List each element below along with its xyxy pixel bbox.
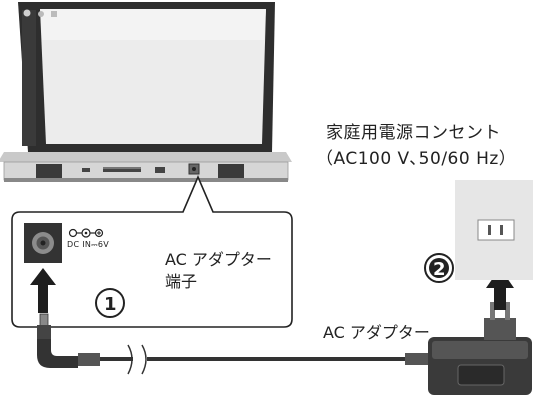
outlet-title: 家庭用電源コンセント <box>326 123 501 143</box>
step-1-badge <box>95 288 125 318</box>
port-label-line2: 端子 <box>165 272 198 291</box>
step-2-number: 2 <box>433 259 446 280</box>
left-speaker <box>36 164 62 178</box>
callout-box <box>11 174 293 328</box>
ac-adapter <box>428 302 532 395</box>
headphone-port <box>82 168 90 172</box>
wall-outlet <box>455 180 533 280</box>
right-speaker <box>218 164 244 178</box>
outlet-spec: （AC100 V､50/60 Hz） <box>316 149 517 169</box>
ac-adapter-cable <box>37 313 429 375</box>
laptop <box>0 2 292 182</box>
power-indicator-icon <box>23 9 31 17</box>
card-slot <box>103 167 141 172</box>
step-1-number: 1 <box>104 294 117 315</box>
dc-polarity-icon <box>68 228 104 238</box>
laptop-base <box>0 152 292 162</box>
up-arrow-icon <box>30 268 56 313</box>
port-label-line1: AC アダプター <box>165 250 272 269</box>
adapter-label: AC アダプター <box>323 323 430 342</box>
usb-port <box>155 167 165 173</box>
dc-in-marking: DC IN⎓6V <box>67 240 109 249</box>
laptop-screen <box>40 9 266 144</box>
